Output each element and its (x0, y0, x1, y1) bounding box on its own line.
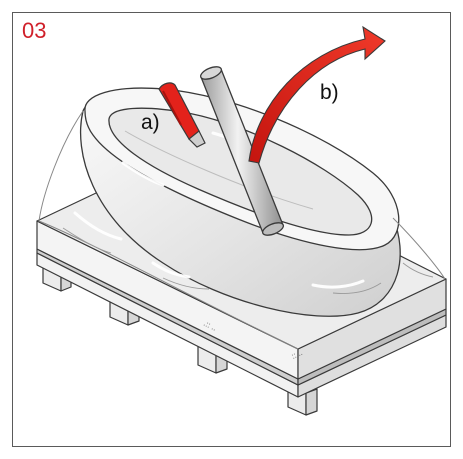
utility-knife (158, 82, 206, 148)
label-a: a) (141, 111, 160, 134)
svg-text::: ..: :: .. (290, 348, 304, 361)
instruction-panel: 03 (12, 12, 451, 447)
remove-direction-arrow (248, 25, 386, 164)
label-b: b) (320, 81, 339, 104)
cardboard-tube (199, 66, 285, 236)
step-number: 03 (22, 18, 47, 43)
unpacking-illustration: .:: .. :: .. (36, 25, 447, 416)
